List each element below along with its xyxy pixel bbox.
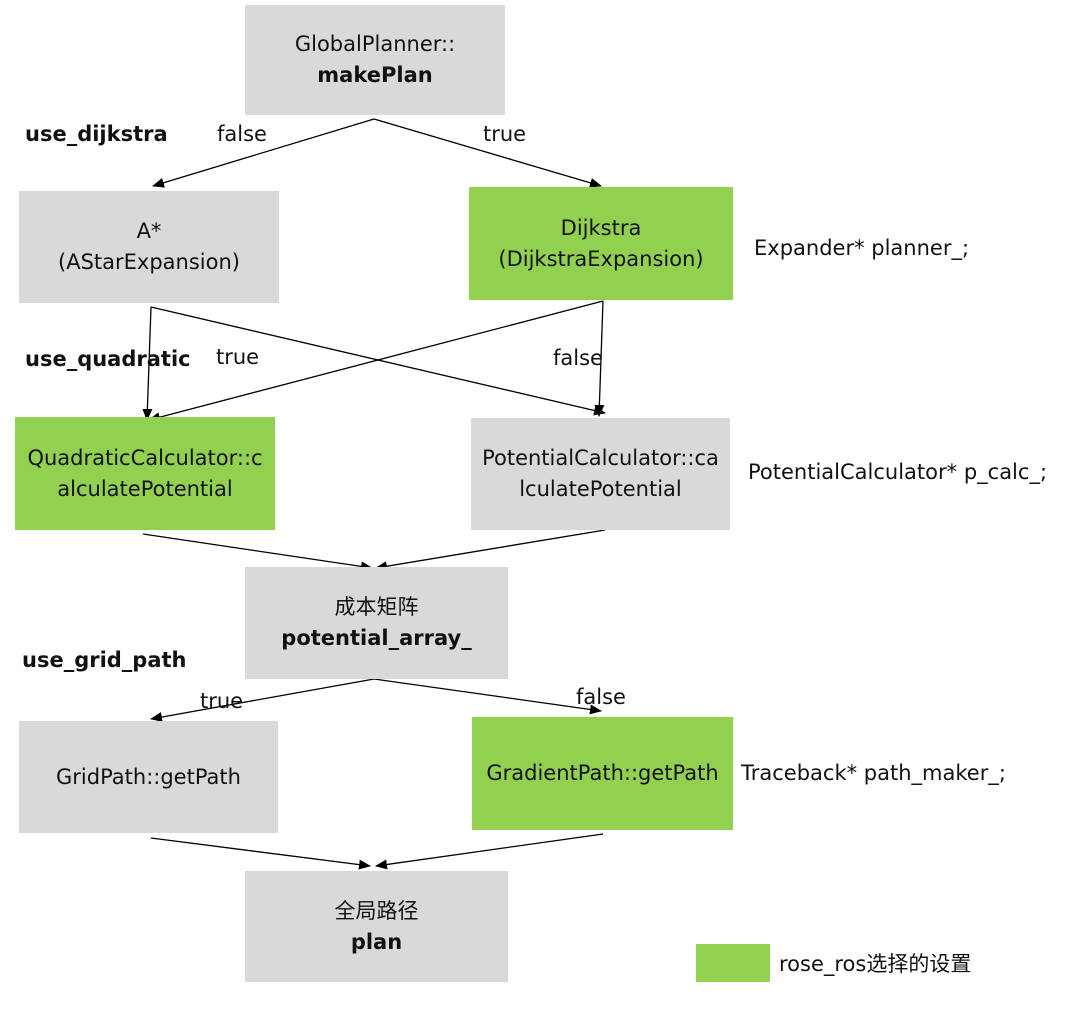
node-dijkstra: Dijkstra (DijkstraExpansion): [469, 187, 733, 300]
param-use-dijkstra: use_dijkstra: [25, 122, 168, 146]
edge-label-true: true: [200, 689, 244, 713]
edge-label-false: false: [576, 685, 626, 709]
edge-cost-to-gradientpath: [373, 678, 602, 715]
node-line: PotentialCalculator::ca: [482, 446, 719, 470]
node-line-bold: plan: [350, 929, 403, 954]
node-line: GradientPath::getPath: [486, 761, 719, 785]
node-line-bold: potential_array_: [281, 626, 472, 650]
node-line: GridPath::getPath: [56, 764, 241, 789]
edge-potential-to-cost: [375, 529, 606, 572]
edge-makeplan-to-dijkstra: [373, 118, 602, 188]
edge-label-true: true: [216, 345, 260, 369]
annotation-potential-calculator: PotentialCalculator* p_calc_;: [748, 460, 1048, 484]
param-use-grid-path: use_grid_path: [22, 648, 187, 672]
edge-cost-to-gridpath: [150, 678, 375, 722]
node-line-bold: makePlan: [317, 63, 433, 87]
edge-gridpath-to-plan: [150, 837, 371, 870]
node-line: (AStarExpansion): [58, 250, 240, 274]
edge-label-false: false: [217, 122, 267, 146]
annotation-traceback: Traceback* path_maker_;: [741, 761, 1006, 785]
edge-makeplan-to-astar: [152, 118, 375, 188]
edge-label-true: true: [483, 122, 527, 146]
annotation-expander: Expander* planner_;: [754, 236, 970, 260]
node-astar: A* (AStarExpansion): [19, 191, 279, 303]
edge-quadratic-to-cost: [142, 533, 373, 572]
node-line: 全局路径: [334, 898, 419, 923]
node-cost-matrix: 成本矩阵 potential_array_: [245, 567, 508, 679]
node-grid-path: GridPath::getPath: [19, 721, 278, 833]
node-line: A*: [136, 219, 162, 243]
node-line: GlobalPlanner::: [294, 32, 456, 56]
edge-gradientpath-to-plan: [375, 833, 604, 870]
legend-swatch: [696, 944, 770, 982]
edge-astar-to-quadratic: [142, 306, 153, 421]
param-use-quadratic: use_quadratic: [25, 347, 191, 371]
node-line: lculatePotential: [519, 477, 682, 501]
edge-dijkstra-to-quadratic: [148, 300, 604, 423]
node-line: Dijkstra: [560, 215, 642, 240]
edge-label-false: false: [553, 346, 603, 370]
node-potential-calculator: PotentialCalculator::ca lculatePotential: [471, 418, 730, 530]
node-line: 成本矩阵: [334, 595, 419, 619]
edge-dijkstra-to-potential: [594, 300, 605, 417]
node-quadratic-calculator: QuadraticCalculator::c alculatePotential: [15, 417, 275, 530]
node-line: alculatePotential: [57, 476, 233, 501]
node-global-path-plan: 全局路径 plan: [245, 871, 508, 982]
legend-label: rose_ros选择的设置: [779, 952, 972, 976]
node-gradient-path: GradientPath::getPath: [472, 717, 733, 830]
node-line: QuadraticCalculator::c: [27, 445, 263, 470]
node-line: (DijkstraExpansion): [498, 246, 704, 271]
node-global-planner-makeplan: GlobalPlanner:: makePlan: [245, 5, 505, 115]
